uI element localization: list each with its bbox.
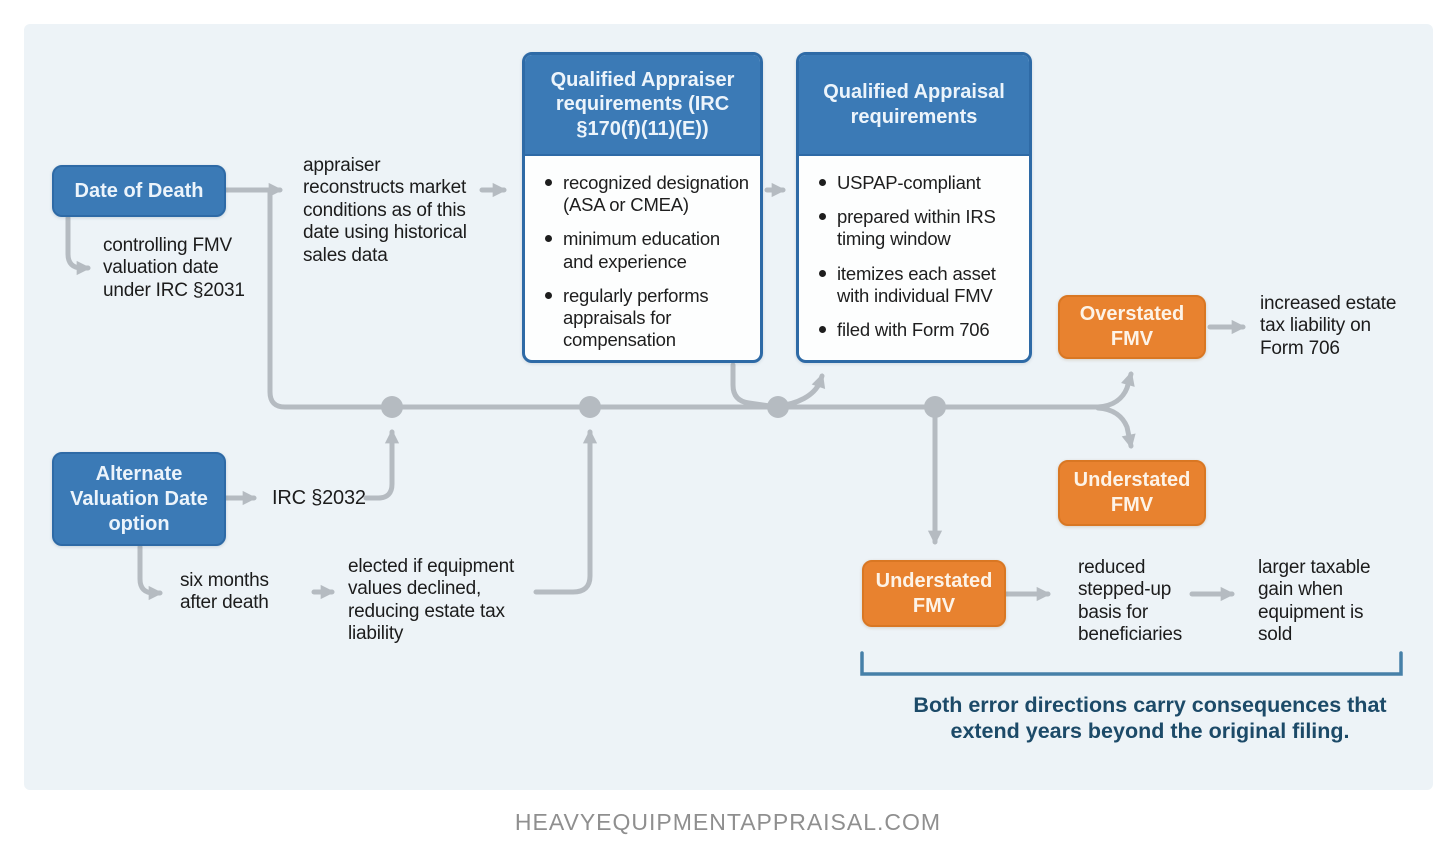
alternate-valuation-box: Alternate Valuation Date option	[52, 452, 226, 546]
arrow-irc2032-to-bus	[363, 429, 400, 501]
arrow-bus-to-understated-right	[1095, 405, 1136, 449]
consequence-bracket	[860, 651, 1403, 676]
understated-fmv-right-label: Understated FMV	[1073, 469, 1191, 516]
appraiser-bullet: recognized designation (ASA or CMEA)	[539, 172, 752, 216]
qualified-appraiser-title: Qualified Appraiser requirements (IRC §1…	[525, 55, 760, 156]
arrow-dod-to-controlling	[65, 215, 91, 276]
six-months-note: six months after death	[180, 570, 269, 614]
date-of-death-label: Date of Death	[74, 179, 204, 202]
site-footer: HEAVYEQUIPMENTAPPRAISAL.COM	[514, 809, 942, 835]
understated-fmv-bottom-label: Understated FMV	[875, 569, 993, 617]
elected-note: elected if equipment values declined, re…	[348, 556, 515, 645]
qualified-appraisal-box: Qualified Appraisal requirements USPAP-c…	[796, 52, 1032, 363]
alternate-valuation-label: Alternate Valuation Date option	[70, 462, 208, 535]
date-of-death-box: Date of Death	[52, 165, 226, 217]
junction-dot-understated	[924, 396, 946, 418]
junction-dot-elected	[579, 396, 601, 418]
connector-appraiser-to-junction	[730, 362, 773, 409]
overstated-fmv-label: Overstated FMV	[1079, 303, 1185, 350]
appraisal-bullet: filed with Form 706	[813, 319, 1021, 341]
consequence-caption: Both error directions carry consequences…	[913, 693, 1387, 744]
connector-main-bus	[267, 189, 1103, 410]
understated-fmv-bottom-box: Understated FMV	[862, 560, 1006, 627]
appraisal-bullet: USPAP-compliant	[813, 172, 1021, 194]
appraiser-bullet: regularly performs appraisals for compen…	[539, 285, 752, 352]
larger-gain-note: larger taxable gain when equipment is so…	[1258, 557, 1371, 646]
understated-fmv-right-box: Understated FMV	[1058, 460, 1206, 526]
arrow-alternate-to-sixmonths	[137, 544, 163, 601]
qualified-appraiser-body: recognized designation (ASA or CMEA) min…	[525, 156, 760, 360]
overstated-fmv-box: Overstated FMV	[1058, 295, 1206, 359]
qualified-appraisal-title: Qualified Appraisal requirements	[799, 55, 1029, 156]
arrow-bus-to-overstated	[1095, 371, 1135, 410]
junction-dot-appraisal	[767, 396, 789, 418]
junction-dot-irc2032	[381, 396, 403, 418]
irc-2032-note: IRC §2032	[272, 487, 366, 509]
increased-estate-note: increased estate tax liability on Form 7…	[1260, 293, 1397, 359]
reconstructs-note: appraiser reconstructs market conditions…	[303, 155, 467, 266]
appraisal-bullet: itemizes each asset with individual FMV	[813, 263, 1021, 307]
qualified-appraisal-list: USPAP-compliant prepared within IRS timi…	[813, 172, 1021, 341]
appraiser-bullet: minimum education and experience	[539, 228, 752, 272]
qualified-appraisal-body: USPAP-compliant prepared within IRS timi…	[799, 156, 1029, 360]
controlling-fmv-note: controlling FMV valuation date under IRC…	[103, 235, 245, 301]
arrow-elected-to-bus	[533, 429, 598, 595]
reduced-basis-note: reduced stepped-up basis for beneficiari…	[1078, 557, 1183, 646]
qualified-appraiser-list: recognized designation (ASA or CMEA) min…	[539, 172, 752, 351]
appraisal-bullet: prepared within IRS timing window	[813, 206, 1021, 250]
qualified-appraiser-box: Qualified Appraiser requirements (IRC §1…	[522, 52, 763, 363]
